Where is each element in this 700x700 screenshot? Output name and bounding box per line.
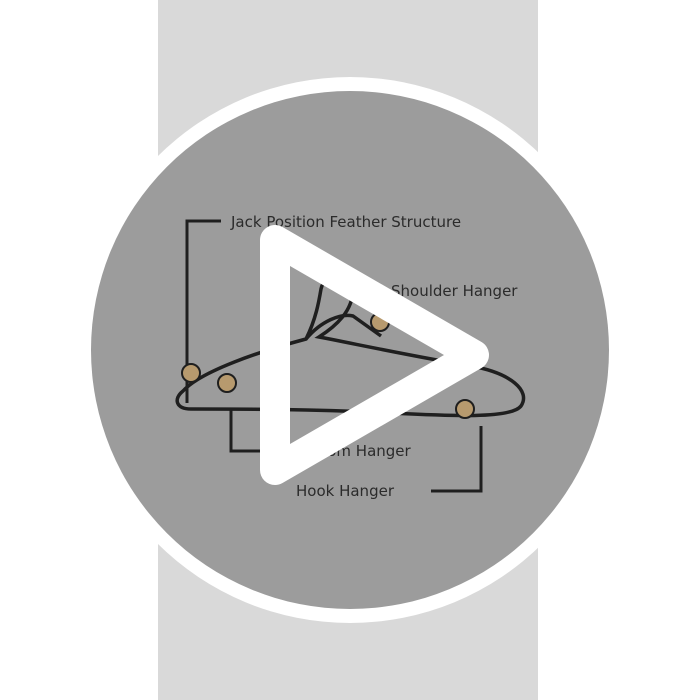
play-button[interactable]	[230, 200, 530, 500]
screw-left-inner-icon	[217, 373, 237, 393]
label-hook-hanger: Hook Hanger	[296, 482, 395, 500]
screw-left-outer-icon	[181, 363, 201, 383]
